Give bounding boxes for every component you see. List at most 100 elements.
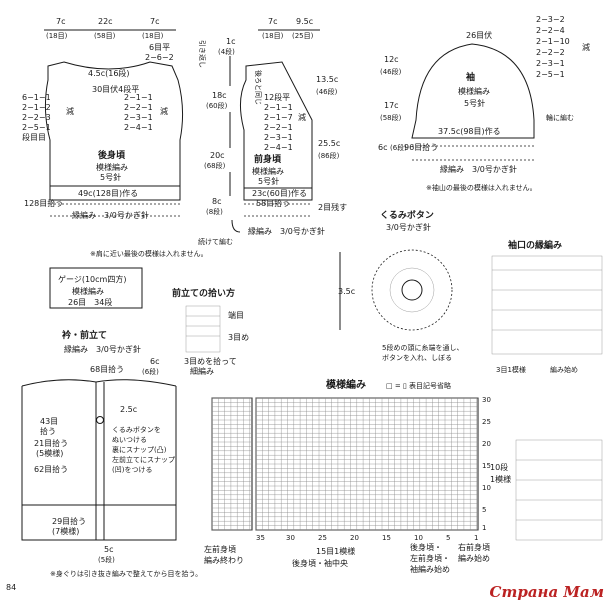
svg-text:くるみボタン: くるみボタン [380,209,434,221]
svg-text:5号針: 5号針 [258,176,279,186]
svg-text:減: 減 [298,112,306,122]
svg-text:ボタンを入れ、しぼる: ボタンを入れ、しぼる [382,353,452,362]
svg-text:編み始め: 編み始め [550,365,578,374]
svg-text:(86段): (86段) [318,151,340,160]
svg-text:35: 35 [256,534,265,542]
svg-text:袖編み始め: 袖編み始め [410,564,450,574]
svg-text:43目: 43目 [40,417,58,426]
svg-text:(6段): (6段) [142,367,159,376]
svg-text:2−2−1: 2−2−1 [124,103,153,112]
svg-text:23c(60目)作る: 23c(60目)作る [252,188,307,198]
svg-text:縁編み 3/0号かぎ針: 縁編み 3/0号かぎ針 [248,226,325,236]
svg-text:5: 5 [482,506,486,514]
svg-text:(68段): (68段) [204,161,226,170]
svg-text:ぬいつける: ぬいつける [112,436,147,444]
svg-text:4.5c(16段): 4.5c(16段) [88,68,130,78]
svg-text:17c: 17c [384,101,399,110]
svg-text:細編み: 細編み [190,366,214,376]
svg-text:2.5c: 2.5c [120,405,137,414]
svg-text:後ろと同じ: 後ろと同じ [254,70,263,105]
svg-text:編み始め: 編み始め [458,553,490,563]
svg-text:後身頃・: 後身頃・ [410,542,442,552]
placket-pickup-diagram: 前立ての拾い方 端目 3目め 3目めを拾って 細編み [172,287,249,376]
svg-text:2−3−2: 2−3−2 [536,15,565,24]
svg-text:(凹)をつける: (凹)をつける [112,466,152,474]
sleeve-schematic: 26目伏 2−3−2 2−2−4 2−1−10 2−2−2 2−3−1 2−5−… [378,15,590,192]
svg-text:26目伏: 26目伏 [466,30,492,40]
svg-text:5: 5 [446,534,450,542]
svg-text:輪に編む: 輪に編む [546,113,574,122]
cuff-stitch-illustration [515,439,603,541]
svg-text:18c: 18c [212,91,227,100]
svg-text:12段平: 12段平 [264,92,290,102]
svg-text:3目めを拾って: 3目めを拾って [184,356,237,366]
svg-text:13.5c: 13.5c [316,75,338,84]
svg-text:左前立てにスナップ: 左前立てにスナップ [112,455,175,464]
svg-text:26目 34段: 26目 34段 [68,297,112,307]
svg-text:ゲージ(10cm四方): ゲージ(10cm四方) [58,274,126,284]
svg-text:10段: 10段 [490,462,508,472]
svg-text:拾う: 拾う [40,426,56,436]
svg-text:3目め: 3目め [228,333,249,342]
svg-text:7c: 7c [150,17,160,26]
watermark-logo: Страна Мам [489,583,604,601]
svg-text:(46段): (46段) [316,87,338,96]
svg-text:5c: 5c [104,545,114,554]
svg-text:96目拾う: 96目拾う [404,142,438,152]
svg-text:(5段): (5段) [98,555,115,564]
svg-text:8c: 8c [212,197,222,206]
svg-text:9.5c: 9.5c [296,17,313,26]
svg-text:49c(128目)作る: 49c(128目)作る [78,188,138,198]
svg-text:2−6−2: 2−6−2 [145,53,174,62]
svg-text:前身頃: 前身頃 [254,153,282,165]
svg-text:段目目: 段目目 [22,132,46,142]
svg-text:30: 30 [482,396,491,404]
svg-text:7c: 7c [268,17,278,26]
svg-text:6−1−1: 6−1−1 [22,93,51,102]
svg-text:2−4−1: 2−4−1 [124,123,153,132]
svg-text:30目伏4段平: 30目伏4段平 [92,84,139,94]
svg-text:2−1−10: 2−1−10 [536,37,570,46]
svg-text:(18目): (18目) [142,32,164,40]
svg-text:2−5−1: 2−5−1 [22,123,51,132]
svg-text:21目拾う: 21目拾う [34,438,68,448]
svg-text:引き返し: 引き返し [198,40,207,68]
svg-text:縁編み 3/0号かぎ針: 縁編み 3/0号かぎ針 [72,210,149,220]
svg-text:くるみボタンを: くるみボタンを [112,425,161,434]
svg-text:22c: 22c [98,17,113,26]
svg-text:25: 25 [482,418,491,426]
covered-button-diagram: くるみボタン 3/0号かぎ針 3.5c 5段めの頭に糸端を通し、 ボタンを入れ、… [338,209,463,362]
svg-text:(60段): (60段) [206,101,228,110]
svg-text:2−3−1: 2−3−1 [536,59,565,68]
svg-text:6c: 6c [150,357,160,366]
back-body-schematic: 7c (18目) 22c (58目) 7c (18目) 6目平 2−6−2 引き… [22,17,208,258]
svg-text:62目拾う: 62目拾う [34,464,68,474]
svg-text:10: 10 [482,484,491,492]
svg-text:減: 減 [66,106,74,116]
front-body-schematic: 7c (18目) 9.5c (25目) 後ろと同じ 12段平 2−1−1 2−1… [240,17,347,236]
svg-text:6目平: 6目平 [149,43,170,52]
svg-text:2−3−1: 2−3−1 [124,113,153,122]
svg-text:衿・前立て: 衿・前立て [62,329,107,341]
center-measurements: 1c (4段) 18c (60段) 20c (68段) 8c (8段) 続けて編… [198,37,241,246]
svg-text:模様編み: 模様編み [252,166,284,176]
stitch-chart: 模様編み □ = ▯ 表目記号省略 30 25 20 15 10 5 1 10段… [204,378,511,574]
svg-text:(8段): (8段) [206,207,223,216]
svg-text:縁編み 3/0号かぎ針: 縁編み 3/0号かぎ針 [440,164,517,174]
svg-text:後身頃・袖中央: 後身頃・袖中央 [292,558,348,568]
svg-text:減: 減 [582,42,590,52]
svg-text:模様編み: 模様編み [326,378,366,391]
page-number: 84 [6,583,16,592]
svg-text:2−1−2: 2−1−2 [22,103,51,112]
svg-text:(5模様): (5模様) [36,448,63,458]
svg-text:編み終わり: 編み終わり [204,555,244,565]
svg-text:模様編み: 模様編み [96,162,128,172]
svg-text:128目拾う: 128目拾う [24,198,63,208]
svg-text:袖: 袖 [465,71,475,83]
svg-text:※袖山の最後の模様は入れません。: ※袖山の最後の模様は入れません。 [426,183,537,192]
svg-text:30: 30 [286,534,295,542]
svg-text:2−2−1: 2−2−1 [264,123,293,132]
gauge-box: ゲージ(10cm四方) 模様編み 26目 34段 [49,267,143,309]
